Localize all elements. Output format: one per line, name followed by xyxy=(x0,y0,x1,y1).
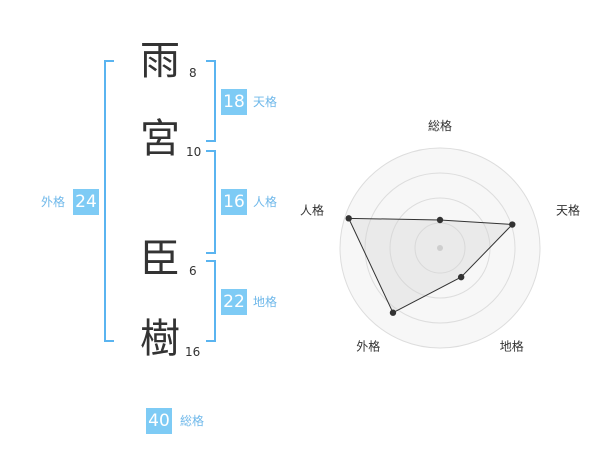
radar-ring-3 xyxy=(364,172,516,324)
radar-point-1 xyxy=(436,216,444,224)
radar-center-dot xyxy=(437,245,443,251)
chikaku-badge: 22 xyxy=(221,289,247,315)
name-char-1: 雨 xyxy=(140,38,180,84)
soukaku-label: 総格 xyxy=(180,414,205,428)
tenkaku-label: 天格 xyxy=(253,95,278,109)
stroke-count-2: 10 xyxy=(186,145,202,159)
name-char-2: 宮 xyxy=(140,116,180,162)
soukaku-badge: 40 xyxy=(146,408,172,434)
radar-axis-label-4: 外格 xyxy=(356,339,380,354)
radar-point-4 xyxy=(389,309,397,316)
stroke-count-3: 6 xyxy=(189,264,197,278)
stroke-count-4: 16 xyxy=(185,345,201,359)
jinkaku-label: 人格 xyxy=(253,195,278,209)
radar-point-2 xyxy=(509,221,516,228)
gaikaku-badge: 24 xyxy=(73,189,99,215)
jinkaku-bracket xyxy=(206,150,216,254)
name-char-4: 樹 xyxy=(140,316,180,362)
jinkaku-badge: 16 xyxy=(221,189,247,215)
tenkaku-bracket xyxy=(206,60,216,142)
radar-point-5 xyxy=(345,215,352,222)
radar-axis-label-2: 天格 xyxy=(556,202,580,217)
gaikaku-bracket xyxy=(104,60,114,342)
radar-series-polygon xyxy=(347,217,514,314)
radar-axis-label-5: 人格 xyxy=(300,202,324,217)
tenkaku-badge: 18 xyxy=(221,89,247,115)
name-char-3: 臣 xyxy=(140,236,180,282)
radar-axis-label-1: 総格 xyxy=(428,118,452,133)
chikaku-bracket xyxy=(206,260,216,342)
radar-point-3 xyxy=(457,273,465,281)
stroke-count-1: 8 xyxy=(189,66,197,80)
gaikaku-label: 外格 xyxy=(41,195,66,209)
chikaku-label: 地格 xyxy=(253,295,278,309)
radar-axis-label-3: 地格 xyxy=(500,339,524,354)
